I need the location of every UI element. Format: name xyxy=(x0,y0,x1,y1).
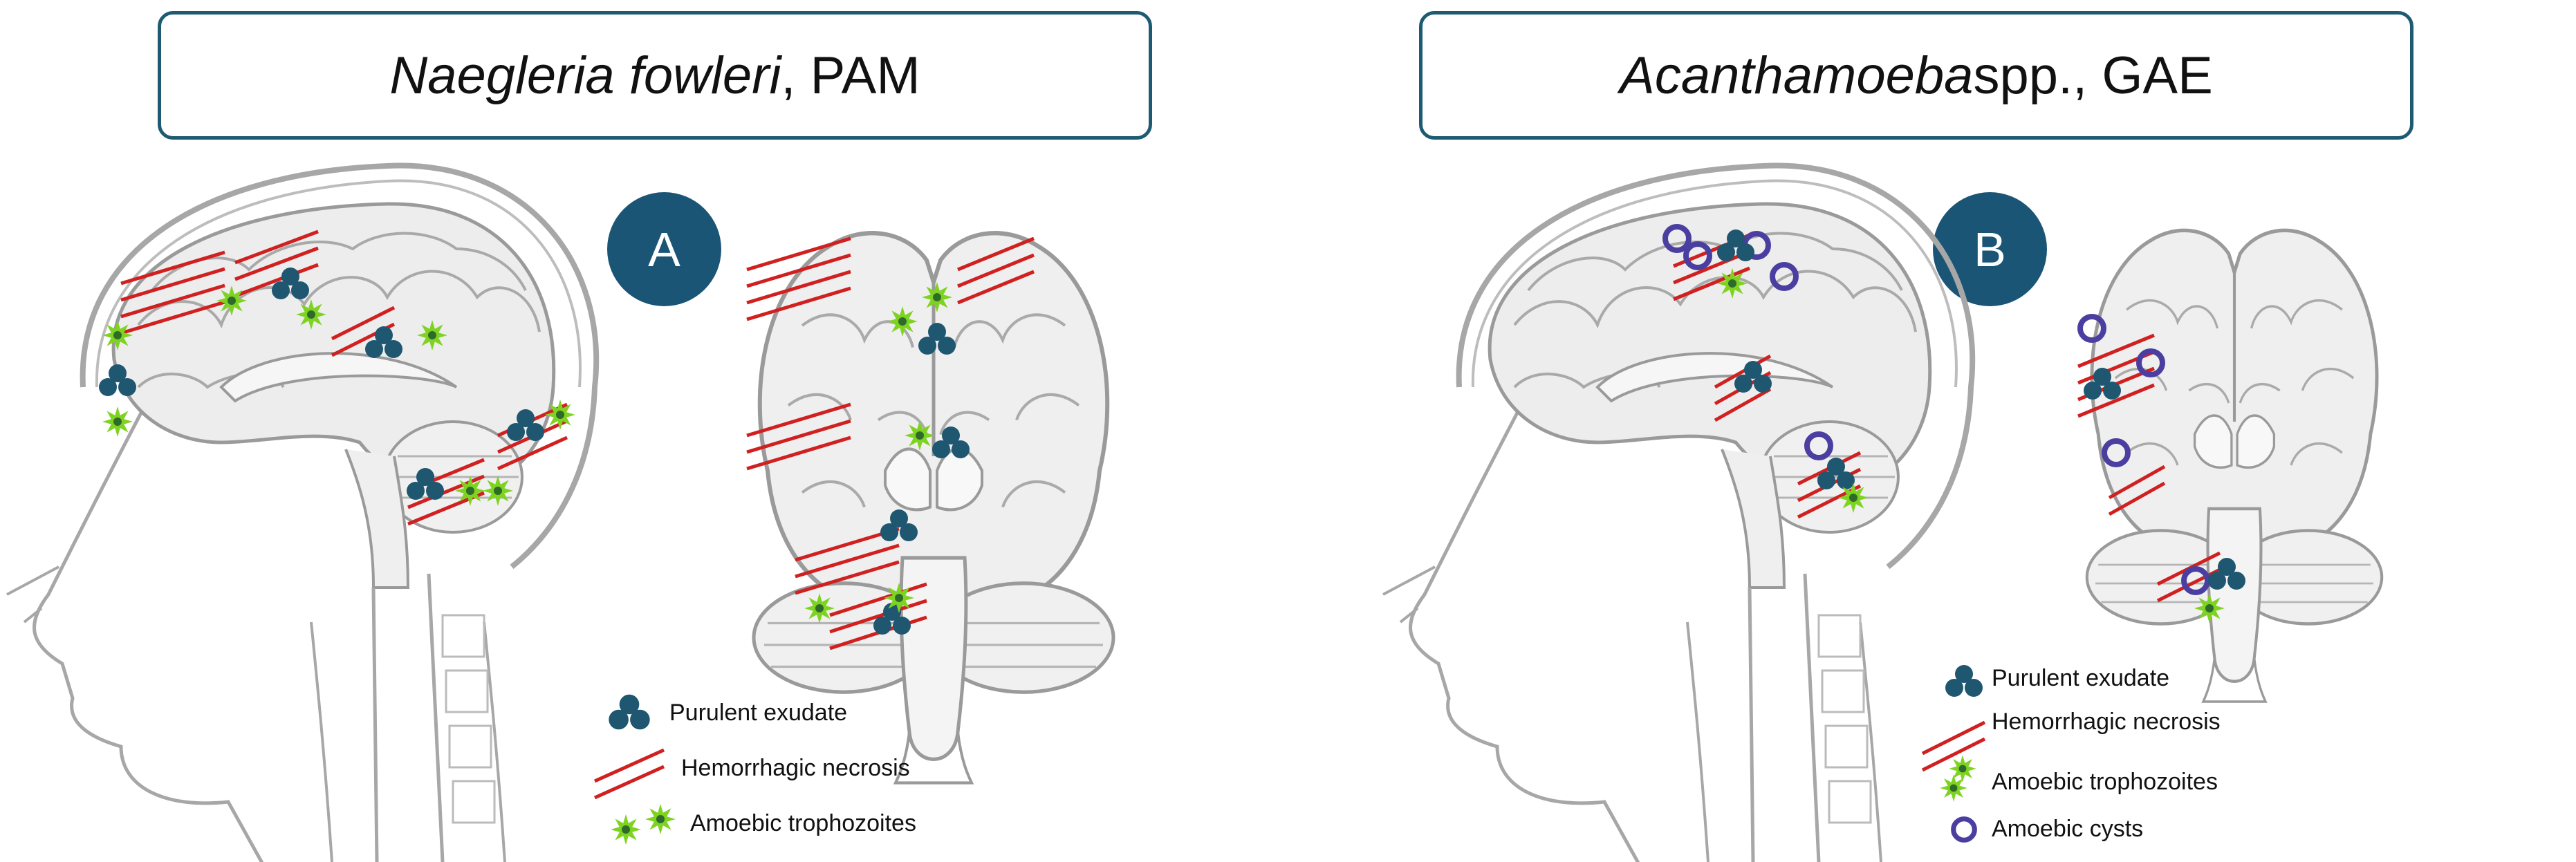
legend-a-trophozoite-label: Amoebic trophozoites xyxy=(690,810,916,836)
hemorrhagic-necrosis-icon xyxy=(1921,720,1986,772)
amoebic-trophozoite-icon xyxy=(455,476,485,506)
amoebic-trophozoite-icon xyxy=(884,583,914,613)
amoebic-trophozoite-icon xyxy=(545,400,575,430)
hemorrhagic-necrosis-icon xyxy=(957,236,1035,305)
amoebic-trophozoite-icon xyxy=(1949,755,1976,783)
amoebic-trophozoite-icon xyxy=(922,282,952,312)
title-rest-naegleria: , PAM xyxy=(781,46,920,105)
amoebic-cyst-icon xyxy=(1683,241,1712,270)
purulent-exudate-icon xyxy=(365,326,402,358)
hemorrhagic-necrosis-icon xyxy=(234,229,319,298)
amoebic-trophozoite-icon xyxy=(645,804,676,834)
title-italic-acanthamoeba: Acanthamoeba xyxy=(1620,46,1974,105)
amoebic-trophozoite-icon xyxy=(417,320,447,350)
legend-b-cyst-label: Amoebic cysts xyxy=(1992,816,2144,842)
panel-badge-b: B xyxy=(1933,192,2047,306)
legend-icons xyxy=(593,665,1986,845)
legend-a-necrosis-label: Hemorrhagic necrosis xyxy=(681,755,910,781)
title-box-acanthamoeba: Acanthamoeba spp., GAE xyxy=(1419,11,2413,140)
purulent-exudate-icon xyxy=(1717,229,1754,261)
purulent-exudate-icon xyxy=(1734,361,1772,393)
legend-a-purulent-label: Purulent exudate xyxy=(669,700,848,726)
purulent-exudate-icon xyxy=(99,364,136,396)
title-rest-acanthamoeba: spp., GAE xyxy=(1973,46,2213,105)
legend-b-trophozoite-label: Amoebic trophozoites xyxy=(1992,769,2218,795)
amoebic-trophozoite-icon xyxy=(804,593,835,624)
amoebic-cyst-icon xyxy=(1770,262,1799,291)
hemorrhagic-necrosis-icon xyxy=(746,236,851,321)
hemorrhagic-necrosis-icon xyxy=(2108,465,2166,516)
amoebic-cyst-icon xyxy=(2077,314,2106,343)
purulent-exudate-icon xyxy=(1945,665,1983,697)
amoebic-cyst-icon xyxy=(2102,438,2131,467)
amoebic-trophozoite-icon xyxy=(905,420,935,451)
amoebic-cyst-icon xyxy=(1662,224,1692,253)
purulent-exudate-icon xyxy=(609,694,650,730)
amoebic-trophozoite-icon xyxy=(887,306,918,337)
amoebic-trophozoite-icon xyxy=(2194,593,2225,624)
purulent-exudate-icon xyxy=(918,323,956,355)
lesion-markers xyxy=(99,224,2245,650)
title-box-naegleria: Naegleria fowleri, PAM xyxy=(158,11,1152,140)
amoebic-trophozoite-icon xyxy=(102,406,133,437)
amoebic-trophozoite-icon xyxy=(216,285,247,316)
sagittal-brain-b xyxy=(1383,166,1972,862)
purulent-exudate-icon xyxy=(2084,368,2121,400)
purulent-exudate-icon xyxy=(2208,558,2245,590)
coronal-brain-b xyxy=(2087,230,2382,702)
purulent-exudate-icon xyxy=(932,427,970,458)
purulent-exudate-icon xyxy=(272,268,309,299)
amoebic-trophozoite-icon xyxy=(611,814,641,845)
amoebic-trophozoite-icon xyxy=(483,476,513,506)
amoebic-trophozoite-icon xyxy=(1838,482,1869,513)
amoebic-cyst-icon xyxy=(1804,431,1833,460)
purulent-exudate-icon xyxy=(1817,458,1855,489)
purulent-exudate-icon xyxy=(407,468,444,500)
title-italic-naegleria: Naegleria fowleri xyxy=(389,46,781,105)
purulent-exudate-icon xyxy=(507,409,544,441)
amoebic-trophozoite-icon xyxy=(102,320,133,350)
amoebic-cyst-icon xyxy=(2136,348,2165,377)
amoebic-cyst-icon xyxy=(1951,816,1977,843)
legend-b-purulent-label: Purulent exudate xyxy=(1992,665,2170,691)
hemorrhagic-necrosis-icon xyxy=(120,250,225,335)
amoebic-trophozoite-icon xyxy=(1717,268,1748,299)
hemorrhagic-necrosis-icon xyxy=(746,402,851,471)
amoebic-trophozoite-icon xyxy=(296,299,326,330)
amoebic-cyst-icon xyxy=(2181,566,2210,595)
purulent-exudate-icon xyxy=(873,603,911,635)
amoebic-trophozoite-icon xyxy=(1940,774,1967,802)
purulent-exudate-icon xyxy=(880,509,918,541)
panel-badge-a: A xyxy=(607,192,721,306)
legend-b-necrosis-label: Hemorrhagic necrosis xyxy=(1992,709,2221,735)
hemorrhagic-necrosis-icon xyxy=(593,748,665,800)
